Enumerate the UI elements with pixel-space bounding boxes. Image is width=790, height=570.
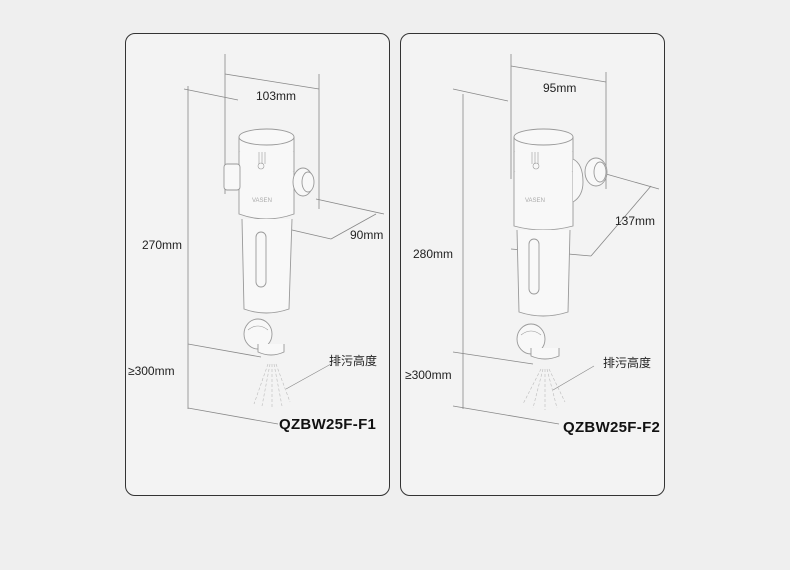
- depth-label: 137mm: [615, 214, 656, 228]
- brand-mark-f2: VASEN: [525, 198, 545, 204]
- width-label: 103mm: [256, 89, 297, 103]
- model-name: QZBW25F-F1: [279, 416, 377, 433]
- width-label: 95mm: [543, 81, 577, 95]
- drain-height-label: 排污高度: [329, 354, 378, 368]
- clearance-label: ≥300mm: [405, 368, 452, 382]
- product-panel-f2: VASEN 95mm 137mm 280mm ≥300mm 排污高度 QZBW2…: [400, 33, 665, 496]
- drain-height-label: 排污高度: [603, 356, 652, 370]
- filter-drawing-f2: VASEN: [452, 54, 660, 425]
- depth-label: 90mm: [350, 228, 384, 242]
- filter-body-f1: [223, 128, 315, 356]
- filter-body-f2: [513, 128, 608, 360]
- filter-drawing-f1: VASEN: [183, 54, 385, 425]
- height-label: 280mm: [413, 247, 454, 261]
- model-name: QZBW25F-F2: [563, 419, 661, 436]
- height-label: 270mm: [142, 238, 183, 252]
- brand-mark-f1: VASEN: [252, 198, 272, 204]
- product-panel-f1: VASEN 103mm 90mm 270mm ≥300mm 排污高度 QZBW2…: [125, 33, 390, 496]
- clearance-label: ≥300mm: [128, 364, 175, 378]
